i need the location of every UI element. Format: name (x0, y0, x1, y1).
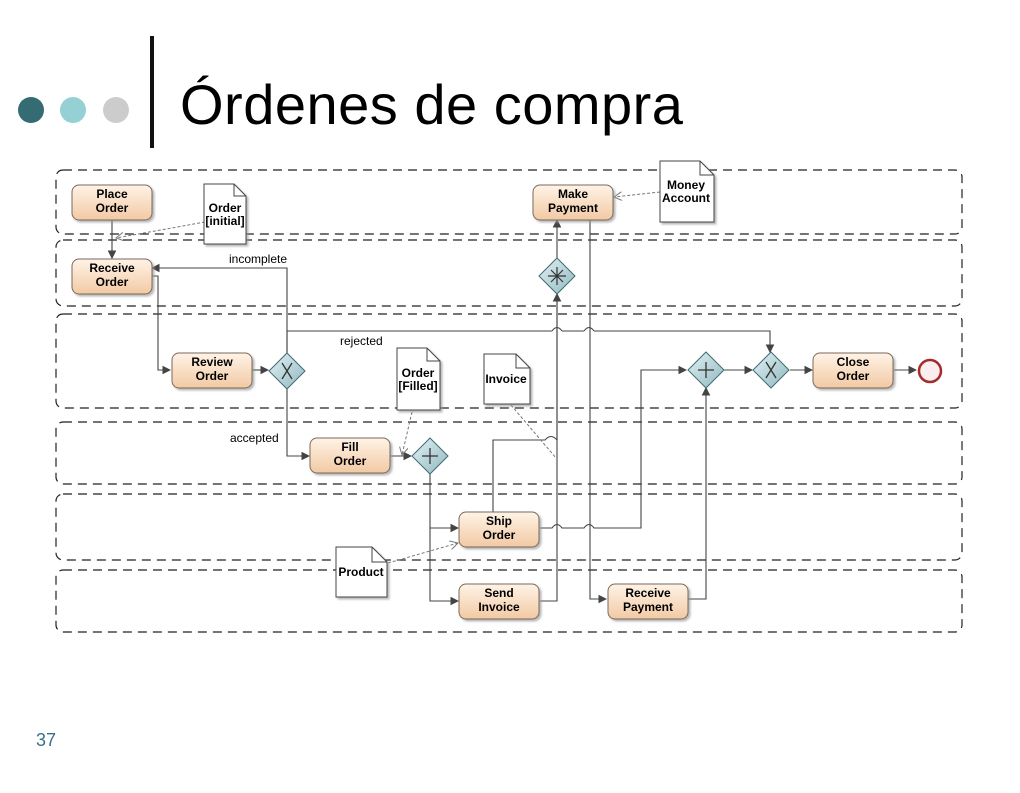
task-place-order: Place Order (71, 184, 153, 221)
task-fill-order-line1: Fill (341, 440, 358, 454)
task-fill-order-line2: Order (334, 454, 367, 468)
task-place-order-line2: Order (96, 201, 129, 215)
doc-order-initial-line1: Order (209, 201, 242, 215)
task-close-order: Close Order (812, 352, 894, 389)
doc-order-initial-line2: [initial] (205, 214, 244, 228)
flow-incomplete-loop (150, 263, 288, 354)
doc-invoice: Invoice (483, 353, 531, 405)
doc-money-account: Money Account (659, 160, 715, 223)
task-receive-order-line2: Order (96, 275, 129, 289)
label-accepted: accepted (230, 431, 279, 445)
task-make-payment-line1: Make (558, 187, 588, 201)
assoc-invoice (510, 404, 557, 459)
lane-shipping (55, 493, 963, 561)
slide-title: Órdenes de compra (180, 73, 684, 136)
flow-fork-to-ship (429, 474, 460, 533)
assoc-order-filled (402, 411, 413, 455)
lane-customer (55, 169, 963, 235)
flow-accepted (286, 387, 311, 461)
label-rejected: rejected (340, 334, 383, 348)
parallel-plus-icon (422, 448, 438, 464)
task-ship-order: Ship Order (458, 511, 540, 548)
gateway-complex-payment (538, 257, 576, 295)
doc-order-filled-line2: [Filled] (398, 379, 437, 393)
flow-receive-to-review (152, 275, 172, 375)
task-review-order-line1: Review (191, 355, 233, 369)
doc-order-filled: Order [Filled] (396, 347, 441, 411)
task-send-invoice-line1: Send (484, 586, 513, 600)
flow-payment-to-receive (589, 220, 608, 604)
flow-invoice-to-payment-gw (540, 292, 562, 602)
task-close-order-line2: Order (837, 369, 870, 383)
swimlanes (55, 169, 963, 633)
task-receive-payment-line2: Payment (623, 600, 673, 614)
task-send-invoice-line2: Invoice (478, 600, 520, 614)
task-fill-order: Fill Order (309, 437, 391, 474)
flow-rejected-bridge2 (583, 326, 595, 332)
task-close-order-line1: Close (837, 355, 870, 369)
doc-invoice-line1: Invoice (485, 372, 527, 386)
flow-receive-payment-to-join (688, 386, 711, 600)
bullet-dot-light (60, 97, 86, 123)
doc-money-account-line1: Money (667, 178, 705, 192)
assoc-order-initial (116, 221, 206, 238)
title-divider (150, 36, 154, 148)
label-incomplete: incomplete (229, 252, 287, 266)
flow-fork-to-invoice (429, 528, 460, 606)
end-event (917, 358, 943, 384)
task-receive-payment: Receive Payment (607, 583, 689, 620)
task-receive-payment-line1: Receive (625, 586, 671, 600)
lane-warehouse (55, 421, 963, 485)
task-send-invoice: Send Invoice (458, 583, 540, 620)
doc-product: Product (335, 546, 388, 598)
task-ship-order-line2: Order (483, 528, 516, 542)
exclusive-x-icon (281, 362, 293, 380)
page-number: 37 (36, 730, 57, 750)
assoc-product (387, 543, 458, 564)
assoc-money-account (614, 191, 661, 197)
lane-order-receipt (55, 239, 963, 307)
bullet-dot-gray (103, 97, 129, 123)
task-receive-order: Receive Order (71, 258, 153, 295)
parallel-plus-icon (698, 362, 714, 378)
task-review-order-line2: Order (196, 369, 229, 383)
gateway-exclusive-merge (752, 351, 790, 389)
exclusive-x-icon (765, 361, 777, 379)
doc-order-initial: Order [initial] (203, 183, 247, 245)
sequence-flows (107, 218, 918, 606)
task-receive-order-line1: Receive (89, 261, 135, 275)
task-make-payment: Make Payment (532, 184, 614, 221)
task-place-order-line1: Place (96, 187, 128, 201)
doc-order-filled-line1: Order (402, 366, 435, 380)
gateway-exclusive-review (268, 352, 306, 390)
doc-money-account-line2: Account (662, 191, 710, 205)
bullet-dot-dark (18, 97, 44, 123)
task-ship-order-line1: Ship (486, 514, 512, 528)
data-associations (116, 191, 661, 564)
lane-sales (55, 313, 963, 409)
gateway-parallel-join (687, 351, 725, 389)
task-make-payment-line2: Payment (548, 201, 598, 215)
flow-ship-to-join (540, 365, 688, 529)
complex-asterisk-icon (548, 267, 566, 285)
task-review-order: Review Order (171, 352, 253, 389)
gateway-parallel-fork (411, 437, 449, 475)
flow-rejected (286, 330, 770, 354)
doc-product-line1: Product (338, 565, 383, 579)
